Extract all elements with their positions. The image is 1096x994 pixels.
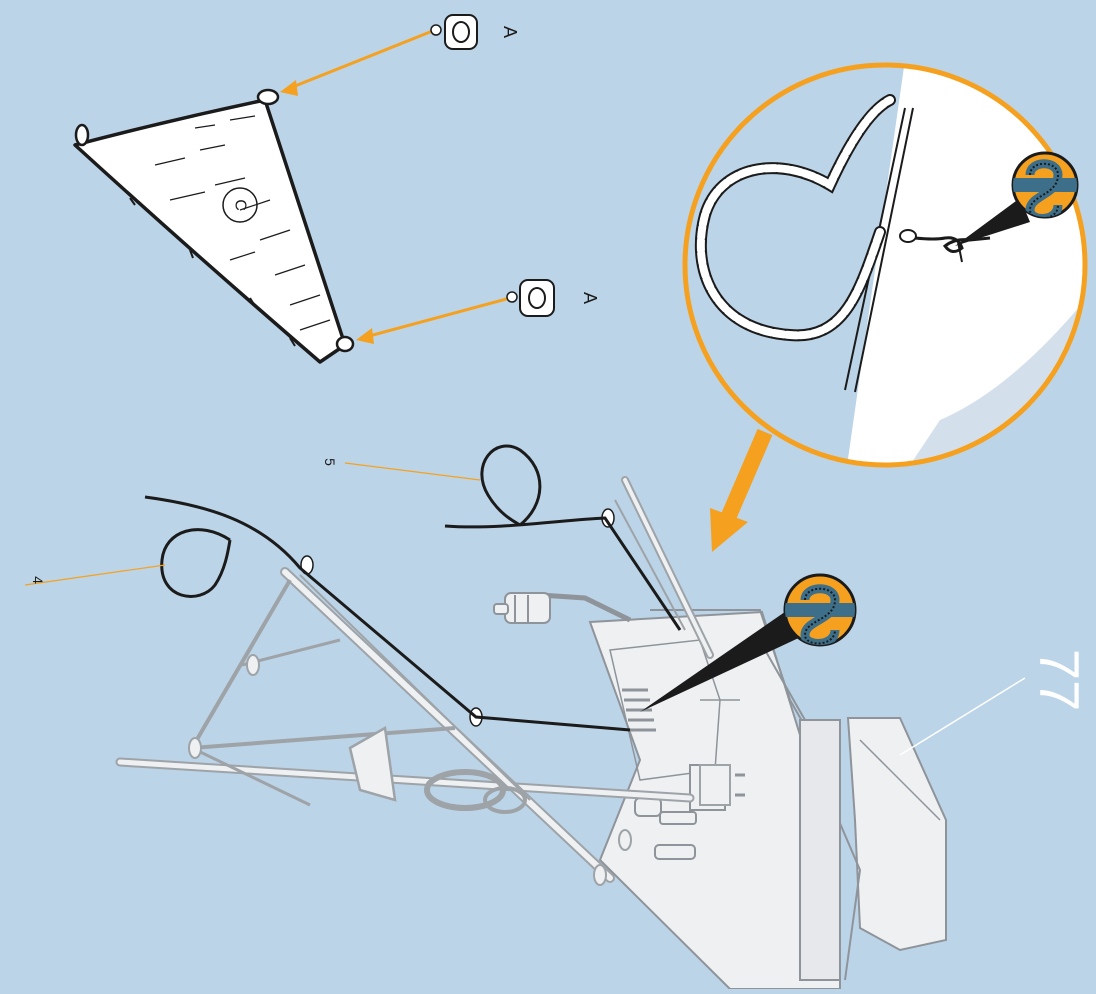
callout-77: 77 (900, 649, 1092, 755)
callout-5: 5 (322, 458, 480, 480)
callout-label-5: 5 (322, 458, 338, 466)
arrow-line (362, 298, 510, 338)
sail-corner-ring (76, 125, 88, 145)
ring-fitting-top: A (280, 15, 520, 96)
line-5 (445, 446, 680, 630)
sail: C (75, 90, 353, 362)
zoom-detail (685, 60, 1096, 480)
line-4 (145, 497, 630, 730)
ring-label-bottom: A (580, 292, 600, 304)
callout-label-4: 4 (30, 576, 46, 584)
sail-corner-ring (337, 337, 353, 351)
ring-fitting-icon (520, 280, 554, 316)
part-number-77: 77 (1029, 649, 1092, 711)
ring-fitting-bottom: A (356, 280, 600, 344)
orange-arrow-icon (356, 328, 374, 344)
line-attachment-rings (301, 509, 614, 726)
arrow-line (285, 28, 440, 90)
ring-fitting-icon (507, 292, 517, 302)
orange-arrow-icon (710, 432, 765, 552)
sail-center-label: C (232, 199, 249, 211)
figure-eight-knot-icon (1013, 153, 1077, 218)
orange-arrow-icon (280, 80, 298, 96)
figure-eight-knot-icon (785, 575, 855, 645)
sail-corner-ring (258, 90, 278, 104)
ring-fitting-icon (431, 25, 441, 35)
ring-fitting-icon (445, 15, 477, 49)
callout-4: 4 (25, 565, 165, 585)
ring-label-top: A (500, 26, 520, 38)
